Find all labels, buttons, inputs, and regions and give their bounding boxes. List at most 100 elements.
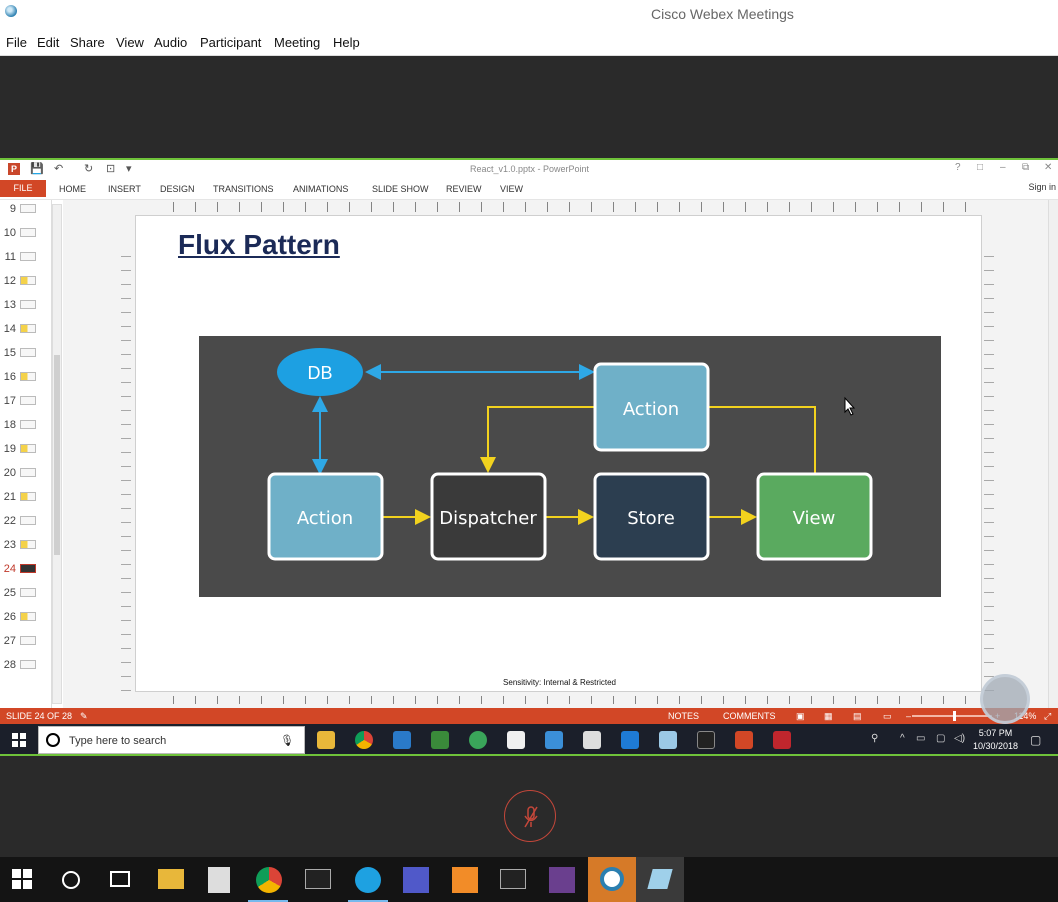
tab-transitions[interactable]: TRANSITIONS bbox=[213, 184, 274, 194]
comments-button[interactable]: COMMENTS bbox=[723, 711, 776, 721]
notes-button[interactable]: NOTES bbox=[668, 711, 700, 721]
slide-thumbnail[interactable]: 21 bbox=[0, 490, 50, 504]
zoom-slider-knob[interactable] bbox=[953, 711, 956, 721]
close-icon[interactable]: ✕ bbox=[1044, 162, 1053, 173]
edge-icon[interactable] bbox=[621, 731, 639, 749]
slide-thumbnail[interactable]: 23 bbox=[0, 538, 50, 552]
task-view-icon[interactable] bbox=[110, 871, 130, 887]
terminal-icon[interactable] bbox=[305, 869, 331, 889]
app-icon-purple[interactable] bbox=[549, 867, 575, 893]
notepad-plus-icon[interactable] bbox=[431, 731, 449, 749]
reading-view-icon[interactable]: ▤ bbox=[853, 711, 862, 721]
chrome-icon[interactable] bbox=[355, 731, 373, 749]
tab-view[interactable]: VIEW bbox=[500, 184, 524, 194]
menu-edit[interactable]: Edit bbox=[37, 35, 60, 50]
tab-slide-show[interactable]: SLIDE SHOW bbox=[372, 184, 429, 194]
tray-chevron-icon[interactable]: ^ bbox=[900, 733, 905, 744]
app-icon-blue[interactable] bbox=[545, 731, 563, 749]
slide-thumbnail[interactable]: 14 bbox=[0, 322, 50, 336]
menu-help[interactable]: Help bbox=[333, 35, 360, 50]
restore-icon[interactable]: ⧉ bbox=[1022, 162, 1030, 173]
slide-thumbnail[interactable]: 17 bbox=[0, 394, 50, 408]
acrobat-icon[interactable] bbox=[773, 731, 791, 749]
scrollbar-thumb[interactable] bbox=[54, 355, 60, 555]
windows-start-icon[interactable] bbox=[12, 733, 26, 747]
store-icon[interactable] bbox=[507, 731, 525, 749]
slide-thumbnail[interactable]: 10 bbox=[0, 226, 50, 240]
zoom-level[interactable]: 114% bbox=[1014, 711, 1037, 721]
file-explorer-icon[interactable] bbox=[158, 869, 184, 889]
fit-slide-icon[interactable]: ⤢ bbox=[1044, 711, 1052, 721]
slide-thumbnail[interactable]: 24 bbox=[0, 562, 50, 576]
menu-view[interactable]: View bbox=[116, 35, 144, 50]
skype-icon[interactable] bbox=[355, 867, 381, 893]
slide-thumbnail[interactable]: 27 bbox=[0, 634, 50, 648]
slide-thumbnail[interactable]: 25 bbox=[0, 586, 50, 600]
sublime-icon[interactable] bbox=[452, 867, 478, 893]
tab-review[interactable]: REVIEW bbox=[446, 184, 482, 194]
teams-icon[interactable] bbox=[403, 867, 429, 893]
menu-participant[interactable]: Participant bbox=[200, 35, 262, 50]
volume-icon[interactable]: ◁) bbox=[954, 733, 966, 744]
tab-insert[interactable]: INSERT bbox=[108, 184, 141, 194]
battery-icon[interactable]: ▭ bbox=[916, 733, 926, 744]
taskbar-search-box[interactable]: Type here to search 🎙 bbox=[38, 726, 305, 754]
slide-thumbnail[interactable]: 19 bbox=[0, 442, 50, 456]
terminal-icon[interactable] bbox=[697, 731, 715, 749]
present-icon[interactable]: ⊡ bbox=[106, 163, 116, 175]
minimize-icon[interactable]: – bbox=[1000, 162, 1006, 173]
redo-icon[interactable]: ↻ bbox=[84, 163, 94, 175]
sign-in-link[interactable]: Sign in bbox=[1028, 182, 1056, 192]
zoom-slider[interactable] bbox=[912, 715, 992, 717]
mail-icon[interactable] bbox=[583, 731, 601, 749]
slide-thumbnail[interactable]: 12 bbox=[0, 274, 50, 288]
slide-thumbnail[interactable]: 13 bbox=[0, 298, 50, 312]
webex-floating-icon[interactable] bbox=[980, 674, 1030, 724]
vscode-icon[interactable] bbox=[393, 731, 411, 749]
chrome-icon[interactable] bbox=[256, 867, 282, 893]
webex-taskbar-item-active[interactable] bbox=[588, 857, 636, 902]
slide-24[interactable]: Flux Pattern bbox=[135, 215, 982, 692]
slideshow-view-icon[interactable]: ▭ bbox=[883, 711, 892, 721]
zoom-out-button[interactable]: – bbox=[906, 711, 912, 721]
mute-button[interactable] bbox=[504, 790, 556, 842]
menu-share[interactable]: Share bbox=[70, 35, 105, 50]
editor-scrollbar[interactable] bbox=[1048, 200, 1058, 708]
slide-thumbnail[interactable]: 20 bbox=[0, 466, 50, 480]
tab-home[interactable]: HOME bbox=[59, 184, 86, 194]
save-icon[interactable]: 💾 bbox=[30, 163, 44, 175]
slide-thumbnail[interactable]: 26 bbox=[0, 610, 50, 624]
help-icon[interactable]: ? bbox=[955, 162, 961, 173]
app-icon-green[interactable] bbox=[469, 731, 487, 749]
people-icon[interactable]: ⚲ bbox=[871, 733, 879, 744]
menu-meeting[interactable]: Meeting bbox=[274, 35, 321, 50]
slide-sorter-icon[interactable]: ▦ bbox=[824, 711, 833, 721]
terminal-icon-2[interactable] bbox=[500, 869, 526, 889]
network-icon[interactable]: ▢ bbox=[936, 733, 946, 744]
slide-thumbnail[interactable]: 15 bbox=[0, 346, 50, 360]
powerpoint-taskbar-icon[interactable] bbox=[735, 731, 753, 749]
slide-thumbnail[interactable]: 9 bbox=[0, 202, 50, 216]
normal-view-icon[interactable]: ▣ bbox=[796, 711, 805, 721]
tab-design[interactable]: DESIGN bbox=[160, 184, 195, 194]
undo-icon[interactable]: ↶ bbox=[54, 163, 64, 175]
menu-file[interactable]: File bbox=[6, 35, 27, 50]
slide-thumbnail[interactable]: 16 bbox=[0, 370, 50, 384]
slide-thumbnail[interactable]: 28 bbox=[0, 658, 50, 672]
thumbnail-scrollbar[interactable] bbox=[52, 204, 62, 704]
customize-icon[interactable]: ▾ bbox=[126, 163, 132, 175]
tab-animations[interactable]: ANIMATIONS bbox=[293, 184, 349, 194]
slide-thumbnail[interactable]: 11 bbox=[0, 250, 50, 264]
taskbar-clock[interactable]: 5:07 PM 10/30/2018 bbox=[968, 727, 1023, 753]
windows-start-icon[interactable] bbox=[12, 869, 32, 889]
spell-check-icon[interactable]: ✎ bbox=[80, 711, 88, 721]
tab-file[interactable]: FILE bbox=[0, 180, 46, 197]
microphone-icon[interactable]: 🎙 bbox=[280, 735, 294, 747]
slide-thumbnail[interactable]: 22 bbox=[0, 514, 50, 528]
menu-audio[interactable]: Audio bbox=[154, 35, 188, 50]
cortana-icon[interactable] bbox=[62, 871, 80, 889]
app-icon-pen[interactable] bbox=[659, 731, 677, 749]
calculator-icon[interactable] bbox=[208, 867, 230, 893]
file-explorer-icon[interactable] bbox=[317, 731, 335, 749]
ribbon-display-icon[interactable]: □ bbox=[977, 162, 984, 173]
